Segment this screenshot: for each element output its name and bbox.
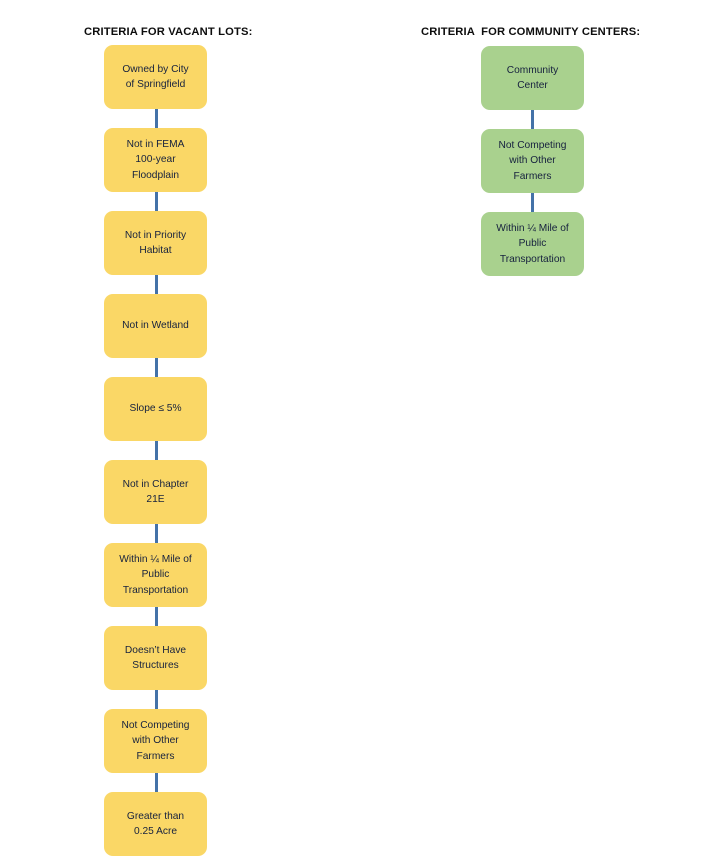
node-greater-than-quarter-acre[interactable]: Greater than 0.25 Acre bbox=[104, 792, 207, 856]
node-label: Within ¼ Mile of Public Transportation bbox=[119, 554, 192, 596]
node-not-in-chapter-21e[interactable]: Not in Chapter 21E bbox=[104, 460, 207, 524]
node-not-in-wetland[interactable]: Not in Wetland bbox=[104, 294, 207, 358]
node-cc-not-competing-with-other-farmers[interactable]: Not Competing with Other Farmers bbox=[481, 129, 584, 193]
node-label: Owned by City of Springfield bbox=[122, 63, 189, 90]
connector-left-3 bbox=[155, 275, 158, 294]
connector-left-8 bbox=[155, 690, 158, 709]
node-label: Not Competing with Other Farmers bbox=[498, 140, 567, 182]
node-community-center[interactable]: Community Center bbox=[481, 46, 584, 110]
node-label: Not in Chapter 21E bbox=[122, 478, 189, 505]
node-label: Within ¼ Mile of Public Transportation bbox=[496, 223, 569, 265]
column-header-community-centers: CRITERIA FOR COMMUNITY CENTERS: bbox=[421, 26, 641, 38]
connector-right-2 bbox=[531, 193, 534, 212]
node-slope[interactable]: Slope ≤ 5% bbox=[104, 377, 207, 441]
connector-left-6 bbox=[155, 524, 158, 543]
connector-left-7 bbox=[155, 607, 158, 626]
node-label: Not in FEMA 100-year Floodplain bbox=[126, 139, 185, 181]
column-header-vacant-lots: CRITERIA FOR VACANT LOTS: bbox=[84, 26, 253, 38]
node-cc-within-quarter-mile-transit[interactable]: Within ¼ Mile of Public Transportation bbox=[481, 212, 584, 276]
connector-left-5 bbox=[155, 441, 158, 460]
node-not-in-priority-habitat[interactable]: Not in Priority Habitat bbox=[104, 211, 207, 275]
node-owned-by-city[interactable]: Owned by City of Springfield bbox=[104, 45, 207, 109]
node-label: Greater than 0.25 Acre bbox=[126, 810, 185, 837]
node-not-competing-with-other-farmers[interactable]: Not Competing with Other Farmers bbox=[104, 709, 207, 773]
node-label: Not Competing with Other Farmers bbox=[121, 720, 190, 762]
connector-left-2 bbox=[155, 192, 158, 211]
node-label: Doesn’t Have Structures bbox=[124, 644, 187, 671]
connector-left-1 bbox=[155, 109, 158, 128]
connector-left-9 bbox=[155, 773, 158, 792]
node-label: Slope ≤ 5% bbox=[129, 403, 182, 415]
node-label: Not in Priority Habitat bbox=[124, 229, 187, 256]
node-not-in-fema[interactable]: Not in FEMA 100-year Floodplain bbox=[104, 128, 207, 192]
node-label: Community Center bbox=[506, 64, 559, 91]
connector-right-1 bbox=[531, 110, 534, 129]
node-within-quarter-mile-transit[interactable]: Within ¼ Mile of Public Transportation bbox=[104, 543, 207, 607]
node-doesnt-have-structures[interactable]: Doesn’t Have Structures bbox=[104, 626, 207, 690]
node-label: Not in Wetland bbox=[122, 320, 189, 332]
connector-left-4 bbox=[155, 358, 158, 377]
